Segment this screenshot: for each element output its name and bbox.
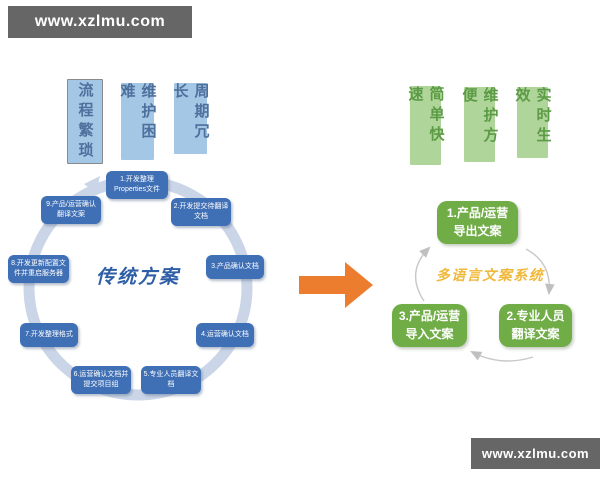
cycle-arrowhead-top-icon (84, 176, 100, 193)
flow-arrows (415, 246, 555, 362)
cycle-step-9: 9.产品/运营确认 翻译文案 (41, 196, 101, 224)
cycle-step-3: 3.产品确认文档 (206, 255, 264, 279)
pain-point-box-2: 维护困难 (119, 83, 157, 160)
benefit-box-2: 维护方便 (461, 87, 499, 162)
cycle-step-8: 8.开发更新配置文 件并重启服务器 (8, 255, 69, 283)
flow-arrow-up-icon (415, 246, 431, 302)
cycle-step-6: 6.运营确认文档并 提交项目组 (71, 366, 131, 394)
pain-point-box-3: 周期冗长 (172, 83, 210, 154)
cycle-step-1: 1.开发整理 Properties文件 (106, 171, 168, 199)
pain-point-box-1: 流程繁琐 (67, 79, 103, 164)
multilang-system-label: 多语言文案系统 (435, 268, 545, 284)
system-step-1: 1.产品/运营 导出文案 (437, 201, 518, 244)
flow-arrow-down-icon (525, 248, 555, 296)
cycle-step-4: 4.运营确认文档 (196, 323, 254, 347)
cycle-step-2: 2.开发提交待翻译 文档 (171, 198, 231, 226)
system-step-3: 3.产品/运营 导入文案 (392, 304, 467, 347)
cycle-step-7: 7.开发整理格式 (20, 323, 78, 347)
cycle-step-5: 5.专业人员翻译文 档 (141, 366, 201, 394)
flow-arrow-left-icon (470, 351, 534, 362)
watermark-top: www.xzlmu.com (8, 6, 192, 38)
benefit-box-1: 简单快速 (407, 86, 445, 165)
transition-arrow-icon (299, 262, 373, 308)
benefit-box-3: 实时生效 (514, 87, 552, 158)
traditional-plan-label: 传统方案 (96, 266, 181, 288)
watermark-bottom: www.xzlmu.com (471, 438, 600, 469)
system-step-2: 2.专业人员 翻译文案 (499, 304, 572, 347)
